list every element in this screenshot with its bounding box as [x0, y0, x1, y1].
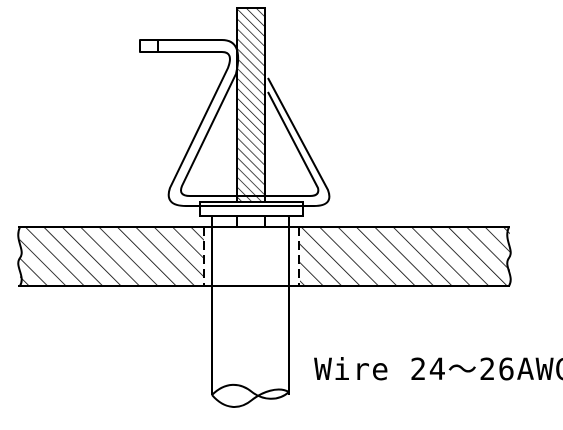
panel-left-hatch — [20, 228, 204, 285]
panel-section — [17, 226, 512, 287]
panel-break-left — [17, 226, 23, 287]
panel-right-hatch — [300, 228, 510, 285]
terminal-post — [204, 216, 299, 408]
wire-conductor — [236, 7, 266, 203]
post-break-end — [211, 383, 290, 400]
wire-gauge-label: Wire 24～26AWG — [314, 353, 563, 388]
spring-clip — [139, 39, 331, 207]
spring-clip-tab — [139, 39, 159, 53]
panel-break-right — [506, 226, 512, 287]
